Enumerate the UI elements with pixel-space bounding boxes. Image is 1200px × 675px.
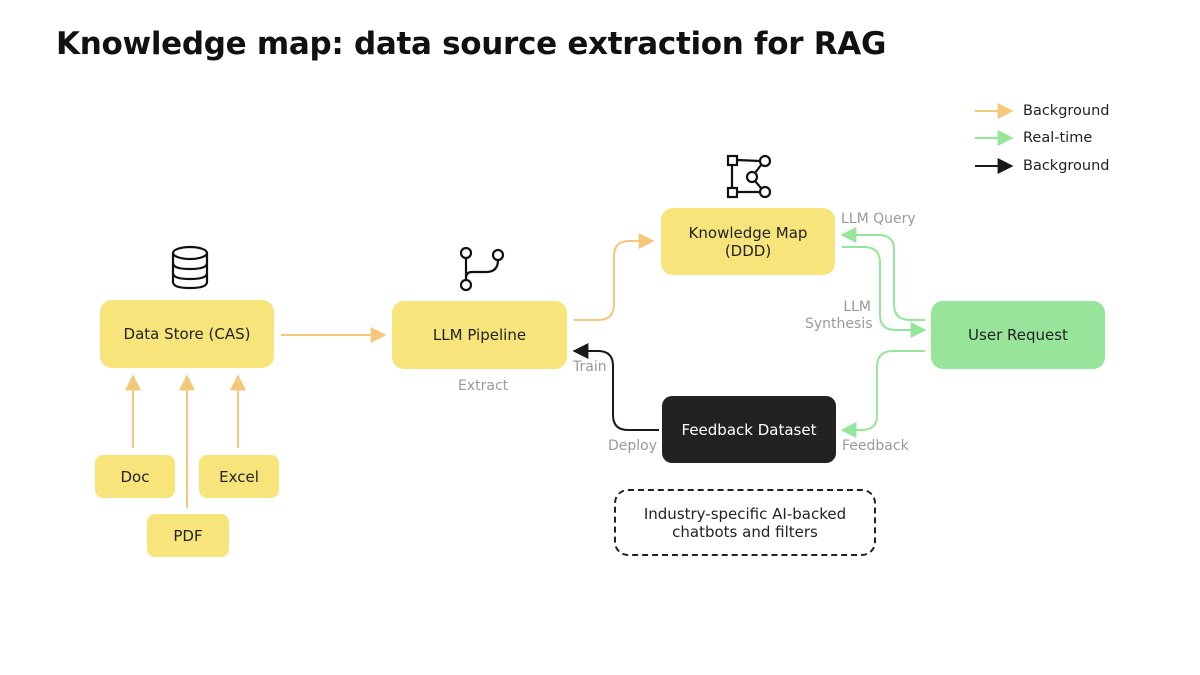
arrow-user-to-feedback	[840, 350, 925, 438]
edge-label-feedback: Feedback	[842, 438, 909, 454]
edge-label-llm-synthesis: LLM Synthesis	[805, 299, 873, 332]
edge-label-extract: Extract	[458, 378, 509, 394]
feedback-dataset-node[interactable]: Feedback Dataset	[662, 396, 836, 463]
data-store-node[interactable]: Data Store (CAS)	[100, 300, 274, 368]
arrow-knowledge-map-to-user	[842, 246, 927, 338]
legend-realtime-green: Real-time	[1023, 130, 1093, 146]
git-branch-icon	[459, 246, 505, 292]
legend-background-black: Background	[1023, 158, 1110, 174]
arrow-pipeline-to-knowledge-map	[574, 233, 655, 321]
llm-pipeline-node[interactable]: LLM Pipeline	[392, 301, 567, 369]
knowledge-map-node[interactable]: Knowledge Map (DDD)	[661, 208, 835, 275]
legend-background-orange: Background	[1023, 103, 1110, 119]
pdf-node[interactable]: PDF	[147, 514, 229, 557]
industry-note-box: Industry-specific AI-backed chatbots and…	[614, 489, 876, 556]
user-request-node[interactable]: User Request	[931, 301, 1105, 369]
doc-node[interactable]: Doc	[95, 455, 175, 498]
edge-label-deploy: Deploy	[608, 438, 658, 454]
edge-label-llm-query: LLM Query	[841, 211, 916, 227]
graph-nodes-icon	[726, 154, 772, 199]
database-icon	[171, 245, 209, 290]
arrow-user-to-knowledge-map	[840, 227, 925, 321]
diagram-title: Knowledge map: data source extraction fo…	[56, 26, 887, 62]
edge-label-train: Train	[573, 359, 607, 375]
excel-node[interactable]: Excel	[199, 455, 279, 498]
arrow-feedback-to-pipeline	[572, 343, 659, 431]
